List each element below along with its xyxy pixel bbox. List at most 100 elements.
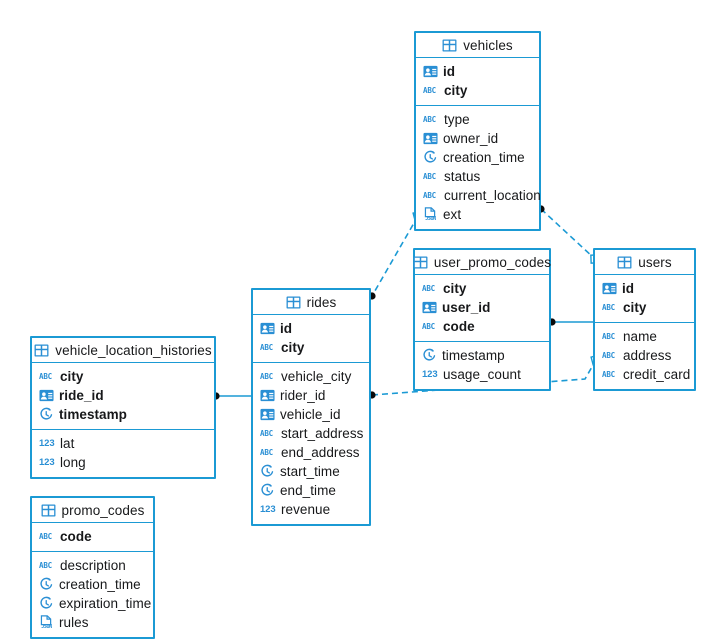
field-name: vehicle_id (280, 407, 341, 422)
abc-string-icon: ABC (260, 429, 273, 438)
primary-key-row-vehicle_location_histories-timestamp[interactable]: timestamp (39, 405, 207, 424)
primary-key-row-vehicles-id[interactable]: id (423, 62, 532, 81)
clock-icon (260, 483, 275, 498)
table-title: users (638, 254, 672, 270)
field-name: id (622, 281, 635, 296)
clock-icon (39, 577, 54, 592)
field-name: id (280, 321, 293, 336)
id-badge-icon (39, 388, 54, 403)
column-row-rides-rider_id[interactable]: rider_id (260, 386, 362, 405)
column-row-rides-start_time[interactable]: start_time (260, 462, 362, 481)
field-name: city (281, 340, 305, 355)
table-grid-icon (413, 255, 428, 269)
table-grid-icon (34, 343, 49, 357)
json-document-icon: JSON (423, 207, 438, 222)
field-name: lat (60, 436, 75, 451)
abc-string-icon: ABC (422, 322, 435, 331)
table-header-users[interactable]: users (595, 250, 694, 275)
column-row-vehicle_location_histories-lat[interactable]: 123 lat (39, 434, 207, 453)
column-row-promo_codes-creation_time[interactable]: creation_time (39, 575, 146, 594)
primary-key-row-rides-id[interactable]: id (260, 319, 362, 338)
primary-key-row-users-id[interactable]: id (602, 279, 687, 298)
field-name: timestamp (59, 407, 127, 422)
field-name: name (623, 329, 657, 344)
field-name: description (60, 558, 126, 573)
123-number-icon: 123 (39, 457, 55, 468)
relationship-vehicle_location_histories-rides[interactable] (212, 392, 251, 400)
primary-key-row-rides-city[interactable]: ABC city (260, 338, 362, 357)
field-name: city (444, 83, 468, 98)
table-grid-icon (41, 503, 56, 517)
table-header-user_promo_codes[interactable]: user_promo_codes (413, 250, 551, 275)
table-header-rides[interactable]: rides (253, 290, 369, 315)
id-badge-icon (260, 321, 275, 336)
123-number-icon: 123 (260, 504, 276, 515)
abc-string-icon: ABC (260, 448, 273, 457)
column-row-users-name[interactable]: ABC name (602, 327, 687, 346)
field-name: owner_id (443, 131, 499, 146)
abc-string-icon: ABC (423, 191, 436, 200)
table-title: promo_codes (61, 502, 145, 518)
column-row-user_promo_codes-timestamp[interactable]: timestamp (422, 346, 542, 365)
abc-string-icon: ABC (423, 172, 436, 181)
column-row-vehicles-ext[interactable]: JSON ext (423, 205, 532, 224)
table-header-vehicles[interactable]: vehicles (416, 33, 539, 58)
field-name: ext (443, 207, 462, 222)
abc-string-icon: ABC (39, 561, 52, 570)
field-name: long (60, 455, 86, 470)
table-header-promo_codes[interactable]: promo_codes (32, 498, 153, 523)
primary-key-row-vehicle_location_histories-ride_id[interactable]: ride_id (39, 386, 207, 405)
column-row-vehicles-owner_id[interactable]: owner_id (423, 129, 532, 148)
column-row-promo_codes-description[interactable]: ABC description (39, 556, 146, 575)
column-row-promo_codes-expiration_time[interactable]: expiration_time (39, 594, 151, 613)
relationship-user_promo_codes-users[interactable] (548, 318, 593, 326)
abc-string-icon: ABC (260, 372, 273, 381)
abc-string-icon: ABC (260, 343, 273, 352)
field-name: usage_count (443, 367, 521, 382)
123-number-icon: 123 (39, 438, 55, 449)
column-row-vehicle_location_histories-long[interactable]: 123 long (39, 453, 207, 472)
field-name: start_time (280, 464, 340, 479)
column-row-vehicles-creation_time[interactable]: creation_time (423, 148, 532, 167)
abc-string-icon: ABC (39, 532, 52, 541)
field-name: code (60, 529, 92, 544)
json-document-icon: JSON (39, 615, 54, 630)
abc-string-icon: ABC (602, 332, 615, 341)
column-row-rides-end_time[interactable]: end_time (260, 481, 362, 500)
table-header-vehicle_location_histories[interactable]: vehicle_location_histories (32, 338, 214, 363)
column-row-rides-vehicle_id[interactable]: vehicle_id (260, 405, 362, 424)
field-name: end_time (280, 483, 336, 498)
id-badge-icon (260, 407, 275, 422)
primary-key-row-promo_codes-code[interactable]: ABC code (39, 527, 146, 546)
primary-key-row-user_promo_codes-user_id[interactable]: user_id (422, 298, 542, 317)
id-badge-icon (602, 281, 617, 296)
table-grid-icon (286, 295, 301, 309)
clock-icon (422, 348, 437, 363)
